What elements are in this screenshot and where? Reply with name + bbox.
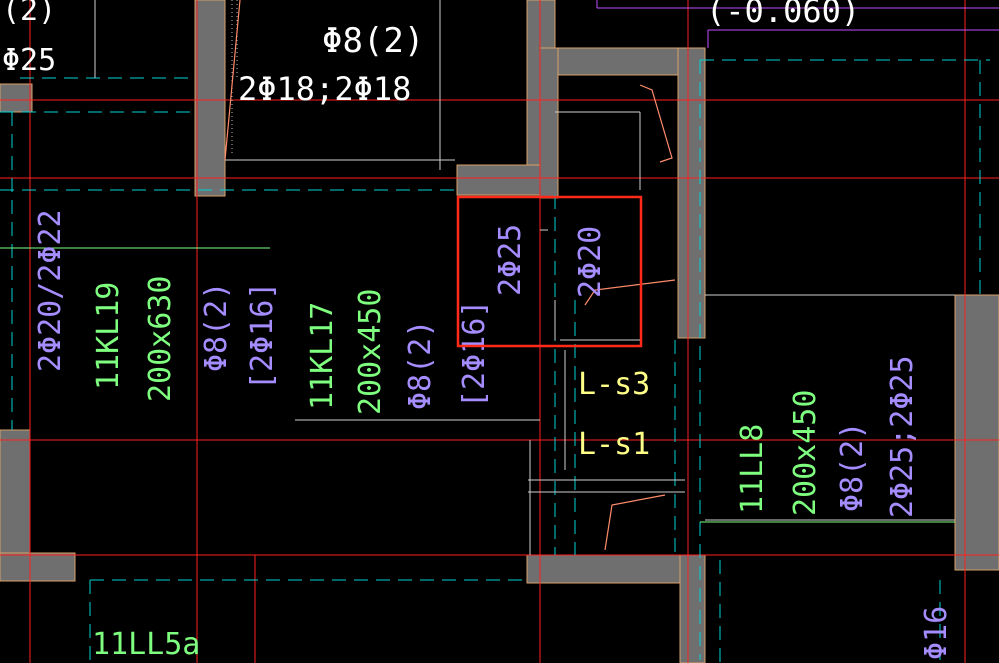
- label-top-rebar: 2Φ18;2Φ18: [238, 70, 411, 108]
- wall-top-left-lintel: [539, 47, 559, 199]
- hatch-dots: [231, 0, 238, 155]
- label-kl19-side: [2Φ16]: [245, 282, 280, 390]
- wall-top-left-stub: [0, 83, 33, 113]
- wall-bottom-mid-beam: [526, 554, 703, 584]
- thin-outline-lines: [94, 0, 955, 555]
- label-kl19-rebar: 2Φ20/2Φ22: [33, 209, 68, 372]
- wall-mid-upper-base: [456, 164, 556, 196]
- wall-left-column-upper: [194, 0, 226, 197]
- break-lines: [224, 0, 676, 551]
- label-top-left-phi25: Φ25: [2, 43, 56, 78]
- label-ls3: L-s3: [578, 367, 650, 402]
- label-ll8-name: 11LL8: [735, 424, 770, 514]
- label-kl17-size: 200x450: [353, 289, 388, 415]
- magenta-lines: [596, 0, 999, 48]
- wall-right-column: [677, 47, 706, 339]
- label-ll8-stirrup: Φ8(2): [835, 422, 870, 512]
- label-elevation: (-0.060): [706, 0, 860, 30]
- label-stirrup-top: Φ8(2): [322, 21, 424, 61]
- label-kl17-name: 11KL17: [305, 302, 340, 410]
- label-kl19-name: 11KL19: [91, 282, 126, 390]
- wall-bottom-left-beam: [0, 552, 76, 582]
- label-bottom-right-phi16: Φ16: [919, 606, 954, 660]
- label-kl19-stirrup: Φ8(2): [199, 282, 234, 372]
- wall-bottom-mid-column: [679, 554, 706, 663]
- label-ll5a: 11LL5a: [92, 627, 200, 662]
- annotations: (2) Φ25 Φ8(2) 2Φ18;2Φ18 (-0.060) 2Φ20/2Φ…: [2, 0, 954, 662]
- label-kl17-stirrup: Φ8(2): [403, 320, 438, 410]
- green-lines: [0, 247, 955, 523]
- highlight-box[interactable]: [456, 195, 643, 348]
- label-kl19-size: 200x630: [143, 276, 178, 402]
- label-ls1: L-s1: [578, 427, 650, 462]
- wall-right-lower-column: [954, 294, 999, 571]
- label-kl17-side: [2Φ16]: [457, 300, 492, 408]
- label-ll8-rebar: 2Φ25;2Φ25: [885, 355, 920, 518]
- dashed-beam-lines: [0, 59, 990, 663]
- label-highlight-2phi25: 2Φ25: [493, 224, 528, 296]
- label-top-left-paren: (2): [2, 0, 56, 28]
- label-ll8-size: 200x450: [788, 390, 823, 516]
- label-highlight-2phi20: 2Φ20: [573, 226, 608, 298]
- highlight-box-inner-lines: [540, 229, 640, 341]
